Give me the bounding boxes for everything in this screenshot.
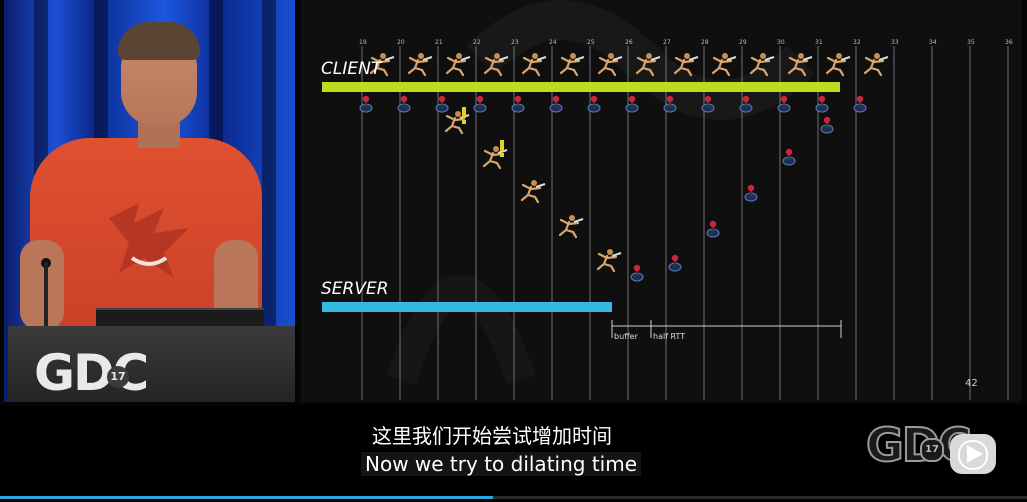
runner-icon (711, 53, 737, 77)
runner-icon (407, 53, 433, 77)
presentation-slide: 19 20 21 22 23 24 25 26 27 28 29 30 31 32 33 34 35 36 CLI… (301, 0, 1022, 402)
input-marker-icon (473, 95, 487, 113)
tick-label: 32 (853, 39, 861, 46)
buffer-label: buffer (614, 332, 638, 341)
tick-label: 28 (701, 39, 709, 46)
timeline-diagram: 19 20 21 22 23 24 25 26 27 28 29 30 31 32 33 34 35 36 (322, 0, 1013, 400)
tick-label: 36 (1005, 39, 1013, 46)
input-marker-icon (435, 95, 449, 113)
runner-icon (558, 215, 584, 239)
server-label: SERVER (321, 279, 389, 299)
tick-label: 31 (815, 39, 823, 46)
input-marker-icon (549, 95, 563, 113)
shirt-logo-icon (109, 203, 189, 278)
tick-label: 27 (663, 39, 671, 46)
input-marker-icon (587, 95, 601, 113)
input-marker-icon (782, 148, 796, 166)
exclamation-icon (500, 140, 504, 157)
tick-label: 30 (777, 39, 785, 46)
play-icon[interactable] (950, 434, 996, 474)
tick-label: 19 (359, 39, 367, 46)
video-progress-fill (0, 496, 493, 499)
tick-label: 35 (967, 39, 975, 46)
runner-icon (787, 53, 813, 77)
tick-label: 25 (587, 39, 595, 46)
input-marker-icon (777, 95, 791, 113)
input-marker-icon (663, 95, 677, 113)
runner-icon (825, 53, 851, 77)
input-marker-icon (397, 95, 411, 113)
input-marker-icon (739, 95, 753, 113)
runner-icon (483, 53, 509, 77)
runner-icon (521, 53, 547, 77)
half-rtt-bracket (650, 320, 842, 338)
podium-logo-badge: 17 (107, 366, 129, 388)
input-marker-icon (744, 184, 758, 202)
input-marker-icon (706, 220, 720, 238)
podium (8, 326, 295, 402)
speaker-video: GDC 17 (4, 0, 295, 402)
buffer-bracket (611, 320, 651, 338)
input-marker-icon (853, 95, 867, 113)
runner-icon (559, 53, 585, 77)
tick-label: 26 (625, 39, 633, 46)
runner-icon (635, 53, 661, 77)
runner-icon (597, 53, 623, 77)
input-marker-icon (815, 95, 829, 113)
tick-label: 24 (549, 39, 557, 46)
tick-label: 22 (473, 39, 481, 46)
input-marker-icon (630, 264, 644, 282)
tick-label: 34 (929, 39, 937, 46)
video-progress-bar[interactable] (0, 496, 1027, 499)
tick-label: 23 (511, 39, 519, 46)
tick-label: 20 (397, 39, 405, 46)
watermark-badge: 17 (920, 438, 944, 462)
runner-icon (445, 53, 471, 77)
video-frame[interactable]: GDC 17 19 20 21 22 23 24 25 26 27 28 29 30 31 32 33 34 3… (0, 0, 1027, 405)
runner-icon (596, 249, 622, 273)
input-marker-icon (820, 116, 834, 134)
input-marker-icon (668, 254, 682, 272)
client-label: CLIENT (321, 59, 382, 79)
tick-label: 33 (891, 39, 899, 46)
runner-icon (482, 146, 508, 170)
subtitle-english: Now we try to dilating time (361, 452, 642, 476)
tick-label: 21 (435, 39, 443, 46)
runner-icon (520, 180, 546, 204)
exclamation-icon (462, 107, 466, 124)
slide-page-number: 42 (965, 378, 978, 389)
input-marker-icon (511, 95, 525, 113)
input-marker-icon (701, 95, 715, 113)
runner-icon (673, 53, 699, 77)
runner-icon (369, 53, 395, 77)
input-marker-icon (625, 95, 639, 113)
half-rtt-label: half RTT (653, 332, 686, 341)
input-marker-icon (359, 95, 373, 113)
subtitle-chinese: 这里我们开始尝试增加时间 (372, 424, 612, 448)
podium-logo: GDC (34, 344, 149, 402)
runner-icon (863, 53, 889, 77)
runner-icon (749, 53, 775, 77)
server-timeline-bar (322, 302, 612, 312)
client-timeline-bar (322, 82, 840, 92)
tick-label: 29 (739, 39, 747, 46)
